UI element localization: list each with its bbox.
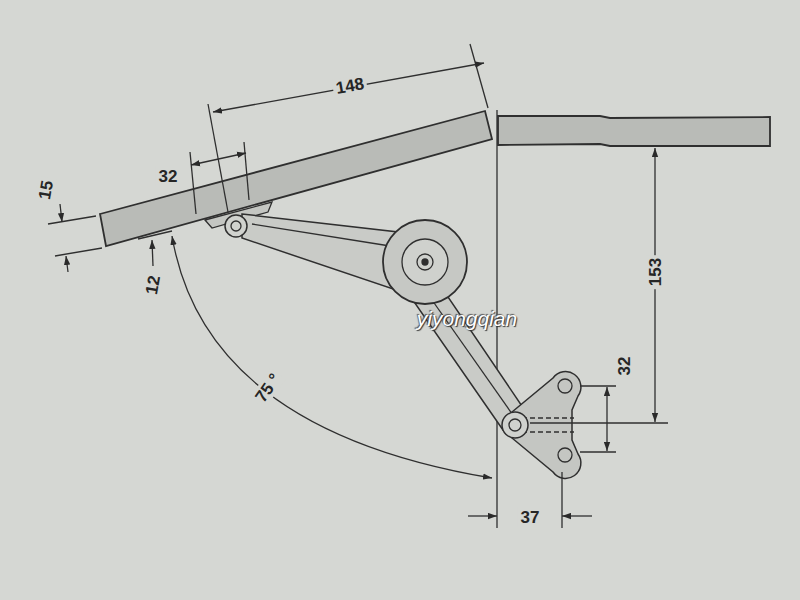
dimension-line: [606, 387, 607, 451]
extension-line: [55, 248, 102, 256]
dimension-value: 32: [156, 167, 181, 186]
dimension-line: [152, 240, 153, 266]
dimension-line: [468, 515, 497, 516]
dimension-value: 15: [34, 176, 57, 204]
dimension-line: [191, 153, 246, 165]
extension-line: [561, 472, 562, 528]
angle-arc: [172, 236, 492, 478]
angle-value: 75 °: [250, 368, 286, 409]
arm-detail: [252, 224, 390, 246]
upper-pivot: [225, 215, 247, 237]
dimension-value: 32: [615, 354, 634, 379]
lower-pivot: [502, 412, 528, 438]
hidden-line: [522, 417, 574, 418]
lower-arm: [410, 288, 530, 430]
dimension-value: 148: [331, 74, 368, 99]
disk-hub: [417, 254, 433, 270]
dimension-line: [60, 204, 62, 222]
lower-pivot-pin: [509, 419, 521, 431]
dimension-value: 37: [518, 508, 543, 527]
extension-line: [580, 385, 616, 386]
dimension-value: 153: [646, 255, 665, 289]
extension-line: [244, 142, 249, 200]
dimension-line: [66, 256, 68, 272]
extension-line: [470, 44, 488, 108]
dimension-line: [213, 63, 484, 112]
extension-line: [48, 216, 96, 224]
dimension-value: 12: [141, 271, 164, 299]
upper-arm: [242, 214, 402, 292]
hidden-line: [522, 431, 574, 432]
watermark: yiyongqian: [414, 307, 520, 330]
screw-hole: [558, 448, 572, 462]
extension-line: [190, 152, 196, 214]
extension-line: [580, 451, 616, 452]
upper-pivot-pin: [231, 221, 241, 231]
disk-ring: [402, 239, 448, 285]
dimension-line: [562, 515, 592, 516]
screw-hole: [558, 379, 572, 393]
cabinet-top-panel: [498, 116, 770, 146]
extension-line: [530, 422, 668, 423]
disk-pin: [422, 259, 428, 265]
extension-line: [138, 231, 172, 239]
friction-disk: [383, 220, 467, 304]
